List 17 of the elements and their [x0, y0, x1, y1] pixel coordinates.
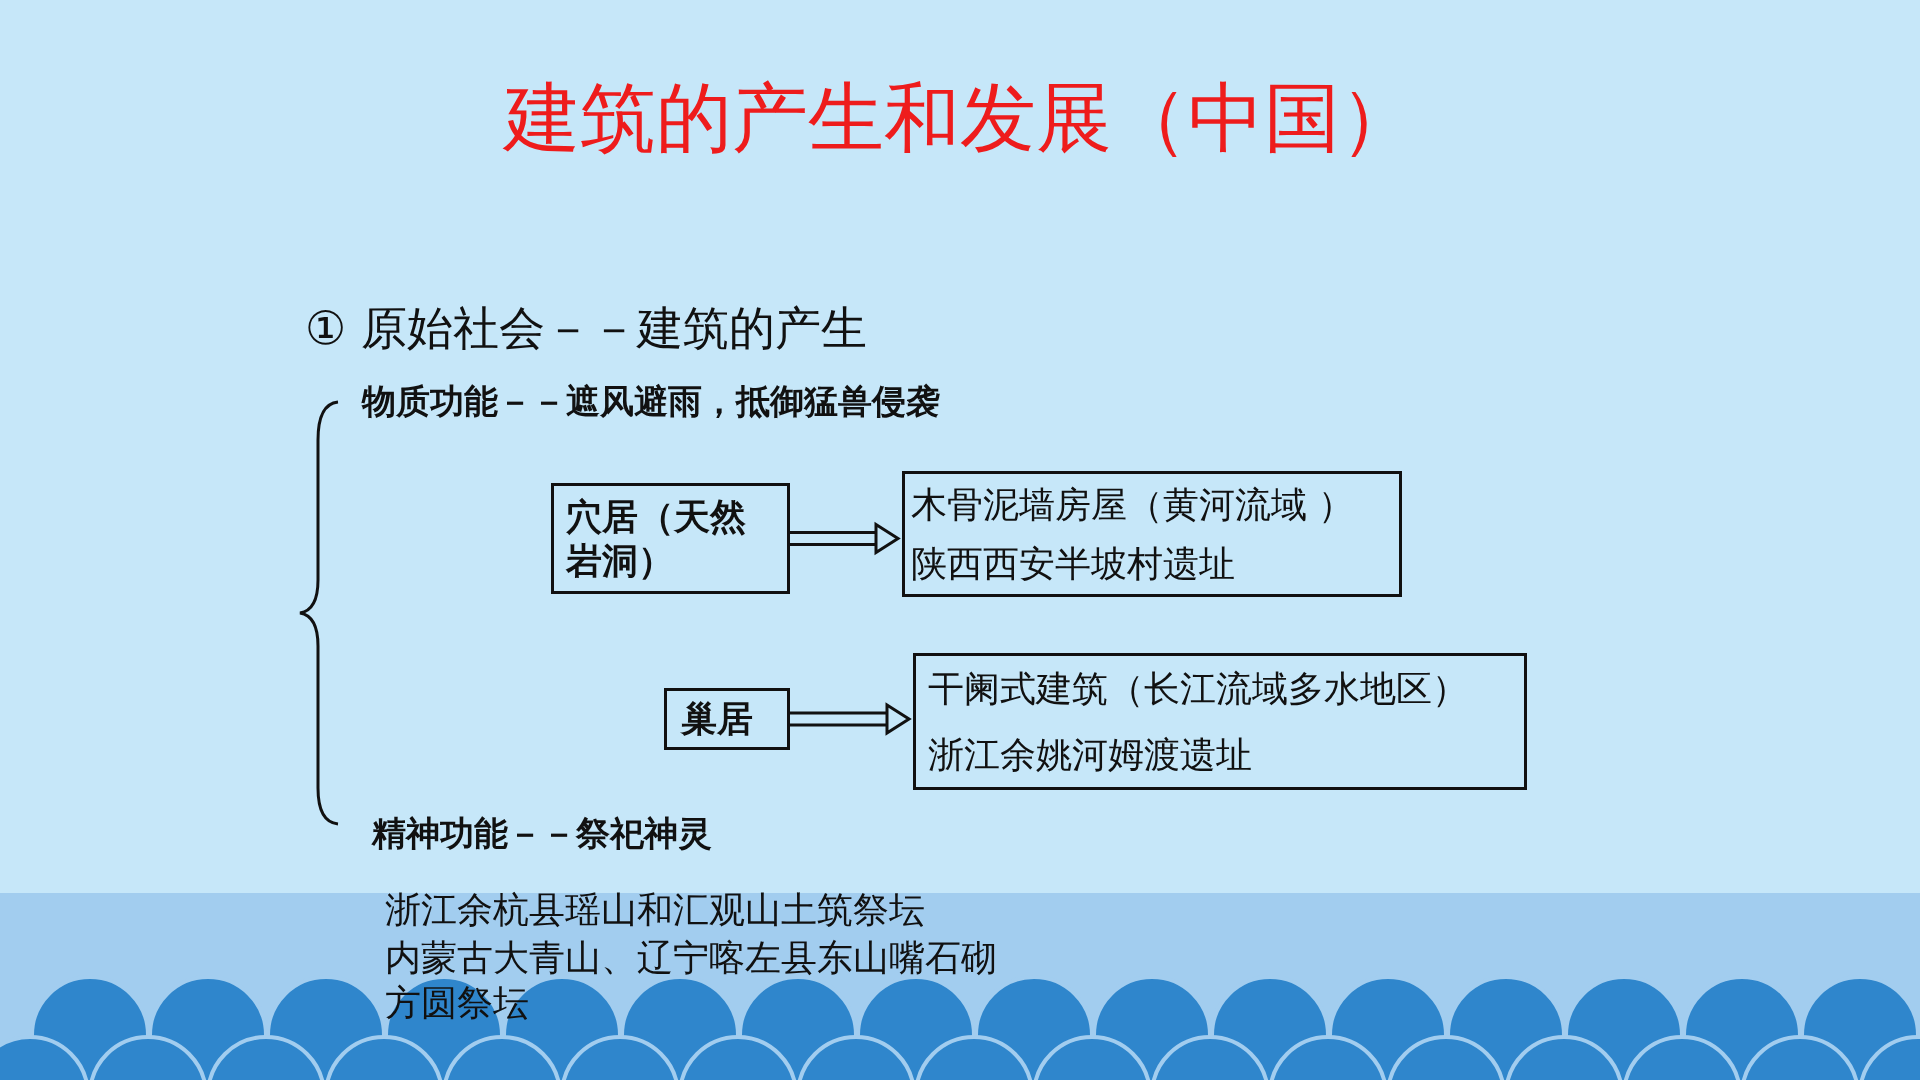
box-text: 巢居	[681, 697, 754, 741]
site-box	[551, 483, 790, 594]
site-note: 浙江余杭县瑶山和汇观山土筑祭坛	[385, 888, 925, 932]
site-box	[664, 688, 790, 750]
box-text: 干阑式建筑（长江流域多水地区）	[928, 667, 1469, 711]
function-heading: 物质功能－－遮风避雨，抵御猛兽侵袭	[362, 380, 940, 423]
section-heading: ① 原始社会－－建筑的产生	[305, 300, 867, 357]
box-text: 木骨泥墙房屋（黄河流域 ）	[911, 482, 1356, 526]
site-box	[913, 653, 1527, 790]
function-heading: 精神功能－－祭祀神灵	[372, 812, 712, 855]
box-text: 穴居（天然岩洞）	[566, 495, 747, 582]
box-text: 陕西西安半坡村遗址	[911, 542, 1236, 586]
box-text: 浙江余姚河姆渡遗址	[928, 732, 1253, 776]
slide-title: 建筑的产生和发展（中国）	[502, 72, 1417, 164]
hollow-arrow	[788, 702, 912, 736]
site-box	[902, 471, 1402, 597]
hollow-arrow	[788, 521, 901, 556]
